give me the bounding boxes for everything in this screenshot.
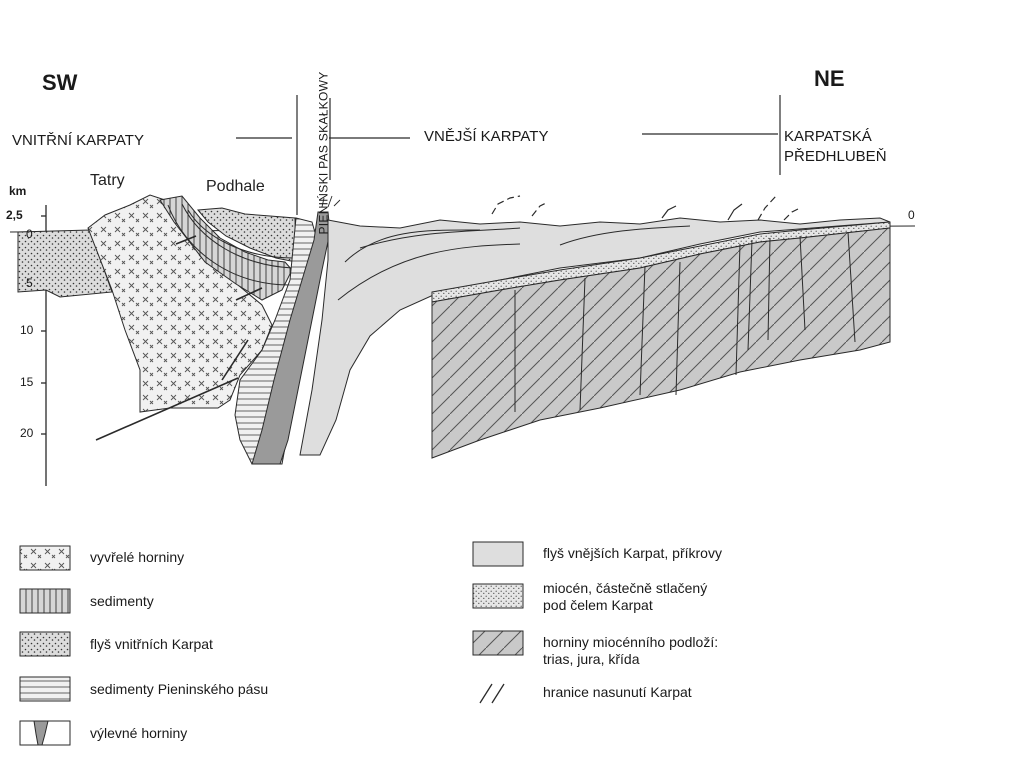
legend-swatch-dots [19,631,71,657]
legend-swatch-crosses [19,545,71,571]
zone-foredeep-line2: PŘEDHLUBEŇ [784,148,887,165]
axis-tick-15: 15 [20,375,34,389]
fold-curves [167,203,295,286]
nappe-boundaries [337,225,691,301]
miocene-basement [431,227,891,459]
legend-swatch-light [472,541,524,567]
legend-label: flyš vnějších Karpat, příkrovy [543,545,722,561]
legend-swatches [19,541,524,746]
legend-swatch-vertical [19,588,71,614]
direction-sw: SW [42,70,78,95]
axis-right-zero: 0 [908,208,915,222]
place-tatry: Tatry [90,172,125,189]
zone-foredeep-line1: KARPATSKÁ [784,128,872,145]
direction-ne: NE [814,66,845,91]
legend-item-igneous: vyvřelé horniny [80,549,184,566]
legend-swatch-fine-dots [472,583,524,609]
axis-unit: km [9,184,27,198]
legend-swatch-volcanic-dike [33,720,49,746]
axis-tick-0: 0 [26,227,33,241]
thrust-boundary-marks [491,195,801,221]
legend-label: flyš vnitřních Karpat [90,636,213,652]
zone-outer-carpathians: VNĚJŠÍ KARPATY [424,128,549,145]
axis-tick-20: 20 [20,426,34,440]
legend-label-line1: miocén, částečně stlačený [543,580,708,596]
legend-swatch-diagonal [472,630,524,656]
legend-label: hranice nasunutí Karpat [543,684,692,700]
legend-label: sedimenty [90,593,154,609]
legend-label: vyvřelé horniny [90,549,185,565]
legend-swatch-horizontal [19,676,71,702]
zone-pieniny-label: PIENIŃSKI PAS SKAŁKOWY [317,71,331,235]
axis-tick-2-5: 2,5 [6,208,23,222]
legend-item-volcanic: výlevné horniny [80,725,187,742]
legend-item-sediments: sedimenty [80,593,154,610]
legend-label: sedimenty Pieninského pásu [90,681,269,697]
legend-item-pieniny-sediments: sedimenty Pieninského pásu [80,681,268,698]
legend-swatch-thrust [479,683,505,704]
zone-pieniny-belt: PIENIŃSKI PAS SKAŁKOWY [317,71,331,234]
legend-label: výlevné horniny [90,725,188,741]
legend-item-thrust-boundary: hranice nasunutí Karpat [533,684,692,701]
zone-divider-lines [236,95,781,215]
legend-label-line1: horniny miocénního podloží: [543,634,719,650]
legend-item-outer-flysch: flyš vnějších Karpat, příkrovy [533,545,722,562]
legend-item-basement: horniny miocénního podloží: trias, jura,… [533,634,718,668]
volcanic-top-marks [321,195,341,208]
basement-faults [514,231,856,412]
legend-item-inner-flysch: flyš vnitřních Karpat [80,636,213,653]
legend-label-line2: pod čelem Karpat [543,597,653,613]
axis-tick-10: 10 [20,323,34,337]
outer-flysch [299,217,891,456]
legend-item-miocene: miocén, částečně stlačený pod čelem Karp… [533,580,707,614]
place-podhale: Podhale [206,178,265,195]
legend-label-line2: trias, jura, křída [543,651,640,667]
volcanic-rocks [251,211,331,465]
thrust-faults-inner [95,235,263,441]
zone-inner-carpathians: VNITŘNÍ KARPATY [12,132,144,149]
axis-tick-5: 5 [26,276,33,290]
